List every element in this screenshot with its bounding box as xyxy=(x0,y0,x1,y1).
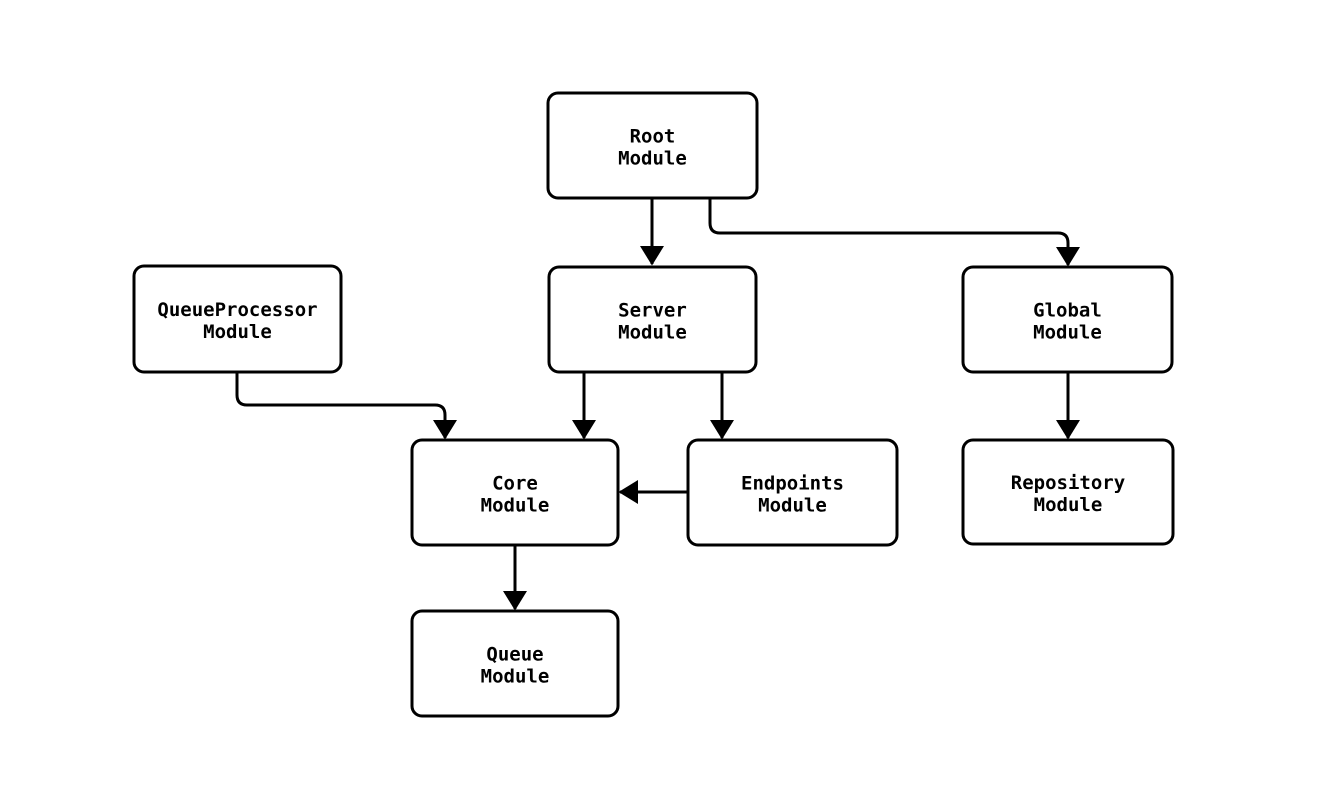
node-queue-label-line1: Queue xyxy=(486,644,543,666)
node-root-label-line1: Root xyxy=(630,126,676,148)
node-core-box xyxy=(410,438,620,547)
node-root-box xyxy=(546,91,759,200)
node-repository-label-line2: Module xyxy=(1034,494,1103,516)
edge-root-to-global xyxy=(708,198,1080,267)
node-queue-label-line2: Module xyxy=(481,666,550,688)
node-global-label-line1: Global xyxy=(1033,300,1102,322)
node-endpoints-box xyxy=(686,438,899,547)
node-repository-box xyxy=(961,438,1175,546)
node-core-label-line2: Module xyxy=(481,495,550,517)
node-queueprocessor-box xyxy=(132,264,343,374)
edges-layer xyxy=(235,198,1080,611)
node-server-label-line1: Server xyxy=(618,300,687,322)
node-endpoints-label-line2: Module xyxy=(758,495,827,517)
node-global-label-line2: Module xyxy=(1033,322,1102,344)
node-repository-label-line1: Repository xyxy=(1011,472,1125,494)
node-server-box xyxy=(547,265,758,374)
node-endpoints-label-line1: Endpoints xyxy=(741,473,844,495)
node-queue-box xyxy=(410,609,620,718)
node-root-label-line2: Module xyxy=(618,148,687,170)
node-queueprocessor-label-line1: QueueProcessor xyxy=(157,299,317,321)
node-queueprocessor-label-line2: Module xyxy=(203,321,272,343)
edge-queueprocessor-to-core xyxy=(235,372,457,440)
node-server-label-line2: Module xyxy=(618,322,687,344)
node-core-label-line1: Core xyxy=(492,473,538,495)
node-global-box xyxy=(961,265,1174,374)
